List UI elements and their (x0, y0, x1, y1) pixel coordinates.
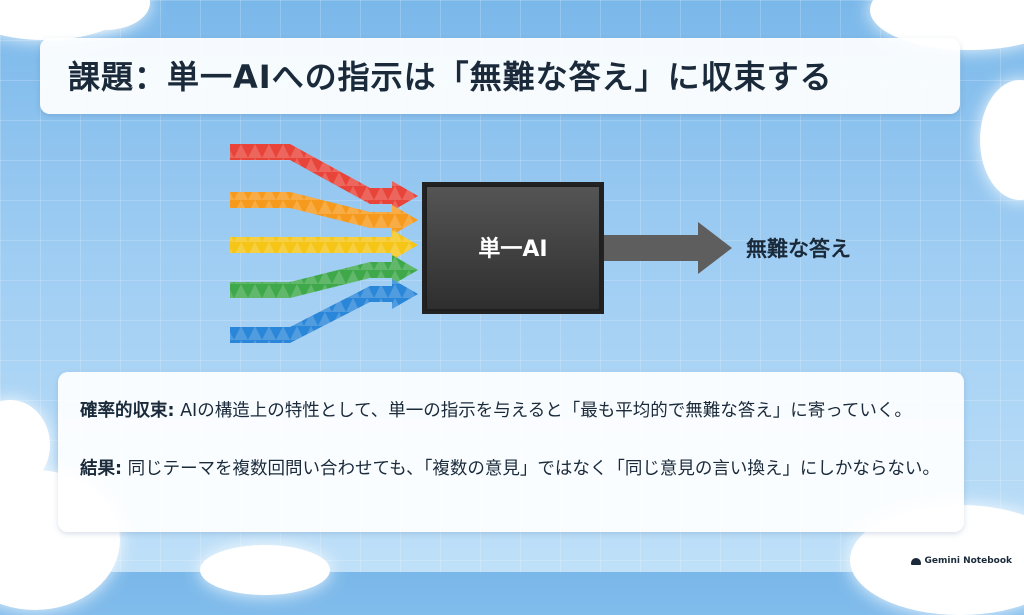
brand-label: Gemini Notebook (924, 556, 1013, 566)
convergence-diagram: 単一AI 無難な答え (230, 144, 851, 343)
input-arrows (230, 144, 418, 343)
point-term: 確率的収束: (80, 401, 175, 421)
point-result: 結果: 同じテーマを複数回問い合わせても、「複数の意見」ではなく「同じ意見の言い… (80, 456, 950, 482)
point-text: 同じテーマを複数回問い合わせても、「複数の意見」ではなく「同じ意見の言い換え」に… (122, 459, 940, 479)
point-term: 結果: (80, 459, 122, 479)
single-ai-label: 単一AI (478, 236, 547, 262)
cloud-bottom-mid (200, 545, 330, 595)
explanation-panel: 確率的収束: AIの構造上の特性として、単一の指示を与えると「最も平均的で無難な… (58, 372, 964, 532)
input-arrow-pattern-red (230, 144, 418, 211)
page-title: 課題：単一AIへの指示は「無難な答え」に収束する (68, 58, 833, 96)
output-arrow (604, 222, 732, 274)
point-text: AIの構造上の特性として、単一の指示を与えると「最も平均的で無難な答え」に寄って… (174, 401, 912, 421)
title-panel: 課題：単一AIへの指示は「無難な答え」に収束する (40, 38, 960, 114)
input-arrow-pattern-yellow (230, 230, 418, 260)
point-probabilistic-convergence: 確率的収束: AIの構造上の特性として、単一の指示を与えると「最も平均的で無難な… (80, 398, 950, 424)
brand-watermark: Gemini Notebook (910, 556, 1013, 566)
single-ai-box (425, 185, 601, 311)
input-arrow-pattern-orange (230, 192, 418, 235)
notebook-icon (910, 557, 921, 565)
input-arrow-pattern-blue (230, 279, 418, 343)
input-arrow-pattern-green (230, 255, 418, 298)
output-label: 無難な答え (746, 237, 851, 261)
